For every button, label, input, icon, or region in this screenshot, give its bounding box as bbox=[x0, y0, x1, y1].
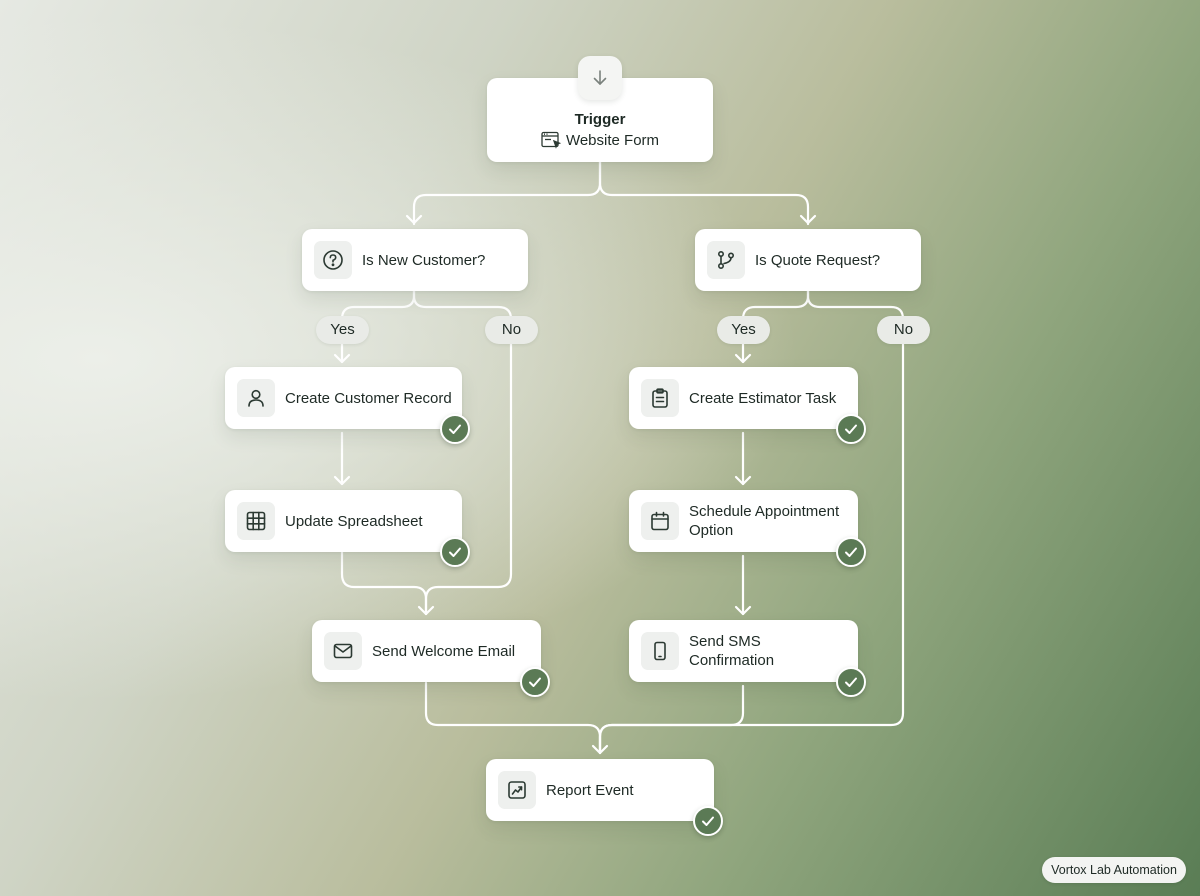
icon-box bbox=[641, 632, 679, 670]
question-circle-icon bbox=[323, 250, 343, 270]
completed-check bbox=[836, 537, 866, 567]
arrowhead bbox=[405, 214, 423, 225]
arrowhead bbox=[591, 744, 609, 755]
action-label-line: Send SMS bbox=[689, 633, 761, 650]
phone-icon bbox=[654, 641, 666, 661]
condition-quote-request[interactable]: Is Quote Request? bbox=[695, 229, 921, 291]
action-label: Schedule Appointment Option bbox=[689, 502, 839, 540]
action-send-welcome-email[interactable]: Send Welcome Email bbox=[312, 620, 541, 682]
git-branch-icon bbox=[717, 250, 735, 270]
action-label: Update Spreadsheet bbox=[285, 512, 423, 530]
grid-table-icon bbox=[246, 511, 266, 531]
completed-check bbox=[836, 667, 866, 697]
trigger-source-label: Website Form bbox=[565, 131, 660, 149]
connector-spreadsheet-to-email bbox=[340, 550, 428, 616]
action-schedule-appointment[interactable]: Schedule Appointment Option bbox=[629, 490, 858, 552]
icon-box bbox=[237, 379, 275, 417]
clipboard-icon bbox=[652, 388, 668, 408]
action-label-line: Confirmation bbox=[689, 652, 775, 669]
completed-check bbox=[440, 414, 470, 444]
brand-badge: Vortox Lab Automation bbox=[1042, 857, 1186, 883]
action-report-event[interactable]: Report Event bbox=[486, 759, 714, 821]
trend-chart-icon bbox=[508, 781, 526, 799]
completed-check bbox=[693, 806, 723, 836]
user-icon bbox=[248, 389, 264, 407]
icon-box bbox=[498, 771, 536, 809]
trigger-arrow-badge bbox=[578, 56, 622, 100]
action-label: Create Customer Record bbox=[285, 389, 452, 407]
action-label-line: Schedule Appointment bbox=[689, 503, 840, 520]
mail-icon bbox=[333, 643, 353, 659]
icon-box bbox=[641, 379, 679, 417]
branch-no-new-customer[interactable]: No bbox=[485, 316, 538, 344]
condition-label: Is New Customer? bbox=[362, 251, 486, 269]
arrowhead bbox=[333, 475, 351, 486]
branch-yes-quote[interactable]: Yes bbox=[717, 316, 770, 344]
arrowhead bbox=[417, 605, 435, 616]
calendar-icon bbox=[651, 511, 669, 531]
branch-yes-new-customer[interactable]: Yes bbox=[316, 316, 369, 344]
connector-new-customer-yes bbox=[340, 289, 416, 364]
trigger-source: Website Form bbox=[487, 131, 713, 149]
browser-window-icon bbox=[541, 131, 561, 149]
arrowhead bbox=[734, 353, 752, 364]
checkmark-icon bbox=[845, 547, 857, 557]
checkmark-icon bbox=[702, 816, 714, 826]
action-create-customer-record[interactable]: Create Customer Record bbox=[225, 367, 462, 429]
connector-trigger-to-new-customer bbox=[412, 160, 602, 226]
condition-label: Is Quote Request? bbox=[755, 251, 881, 269]
action-update-spreadsheet[interactable]: Update Spreadsheet bbox=[225, 490, 462, 552]
arrowhead bbox=[799, 214, 817, 225]
connector-new-customer-no bbox=[412, 289, 513, 616]
connector-trigger-to-quote bbox=[598, 160, 810, 226]
connector-sms-to-report bbox=[598, 684, 745, 755]
checkmark-icon bbox=[845, 677, 857, 687]
condition-new-customer[interactable]: Is New Customer? bbox=[302, 229, 528, 291]
icon-box bbox=[641, 502, 679, 540]
arrow-down-icon bbox=[593, 70, 607, 85]
action-label: Create Estimator Task bbox=[689, 389, 837, 407]
trigger-node[interactable]: Trigger Website Form bbox=[487, 78, 713, 162]
arrowhead bbox=[734, 605, 752, 616]
arrowhead bbox=[734, 475, 752, 486]
checkmark-icon bbox=[449, 424, 461, 434]
arrowhead bbox=[333, 353, 351, 364]
icon-box bbox=[324, 632, 362, 670]
action-label: Send Welcome Email bbox=[372, 642, 516, 660]
branch-no-quote[interactable]: No bbox=[877, 316, 930, 344]
action-label: Report Event bbox=[546, 781, 634, 799]
completed-check bbox=[836, 414, 866, 444]
action-send-sms[interactable]: Send SMS Confirmation bbox=[629, 620, 858, 682]
action-create-estimator-task[interactable]: Create Estimator Task bbox=[629, 367, 858, 429]
trigger-title: Trigger bbox=[574, 111, 626, 128]
checkmark-icon bbox=[845, 424, 857, 434]
checkmark-icon bbox=[449, 547, 461, 557]
action-label-line: Option bbox=[689, 522, 734, 539]
icon-box bbox=[237, 502, 275, 540]
icon-box bbox=[314, 241, 352, 279]
checkmark-icon bbox=[529, 677, 541, 687]
completed-check bbox=[520, 667, 550, 697]
icon-box bbox=[707, 241, 745, 279]
completed-check bbox=[440, 537, 470, 567]
connector-quote-yes bbox=[741, 289, 810, 364]
action-label: Send SMS Confirmation bbox=[689, 632, 774, 670]
connector-email-to-report bbox=[424, 681, 602, 755]
